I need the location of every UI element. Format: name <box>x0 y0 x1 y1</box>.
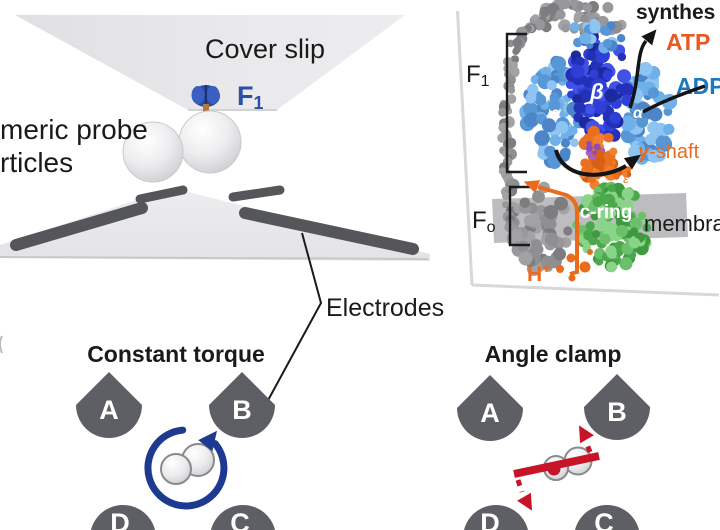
angle-clamp-panel: Angle clamp A B D C <box>457 341 650 530</box>
atp-release-arrow <box>628 39 648 109</box>
electrode-c-label: C <box>594 508 614 530</box>
electrode-c-label: C <box>230 508 250 530</box>
electrode-a-label: A <box>480 398 500 428</box>
plate-electrode-strips <box>10 185 419 255</box>
probe-label-line2: rticles <box>0 147 73 178</box>
f1-bracket <box>505 32 527 174</box>
f1-stalk <box>203 104 209 114</box>
electrode-c <box>211 505 275 530</box>
atp-synthase-panel: α α β ε c-ring γ-shaft synthes ATP ADP F… <box>456 0 720 297</box>
epsilon-label: ε <box>623 171 629 186</box>
h-plus-label: H+ <box>527 260 550 286</box>
electrodes-label: Electrodes <box>326 294 444 322</box>
probe-particle-upper <box>178 110 242 174</box>
electrode-b-label: B <box>232 395 252 425</box>
electrode-b-label: B <box>607 397 627 427</box>
dimer-sphere-lower <box>160 453 192 485</box>
clamp-pivot-dot <box>547 462 561 476</box>
fo-bracket <box>508 185 530 247</box>
electrode-d-label: D <box>110 508 130 530</box>
clamp-dash-bottom <box>515 479 525 493</box>
alpha-left-label: α <box>551 105 562 122</box>
electrode-b <box>584 374 650 440</box>
plate-edge <box>0 256 429 260</box>
left-edge-cut-mark <box>0 335 3 354</box>
atp-label: ATP <box>666 29 710 55</box>
proton-dots <box>556 249 593 282</box>
panel-frame-left <box>456 10 474 286</box>
clamp-arrowhead-bottom <box>517 492 532 511</box>
f1-motor-graphic <box>191 85 220 114</box>
electrode-d <box>464 505 528 530</box>
experiment-scene: Cover slip F1 meric probe rticles Electr… <box>0 15 444 405</box>
synthesis-heading-partial: synthes <box>636 1 715 24</box>
panel-frame-bottom <box>471 283 720 297</box>
membrane-label-partial: membra <box>644 211 720 236</box>
electrode-a <box>76 372 142 438</box>
gamma-rotation-arrow <box>554 149 627 177</box>
electrode-a-label: A <box>99 395 119 425</box>
fo-bracket-label: Fo <box>472 207 496 236</box>
c-ring-label: c-ring <box>580 202 633 223</box>
clamp-dash-top <box>583 441 593 453</box>
proton-arrowhead <box>523 180 541 194</box>
atp-arrowhead <box>641 29 657 46</box>
clamp-arrowhead-top <box>579 425 594 444</box>
angle-clamp-title: Angle clamp <box>485 341 622 367</box>
torque-rotation-arrow <box>144 426 228 510</box>
torque-arrowhead <box>198 430 218 452</box>
adp-entry-curve <box>642 84 706 114</box>
electrode-d-label: D <box>480 508 500 530</box>
gamma-shaft-label: γ-shaft <box>638 141 700 163</box>
alpha-right-label: α <box>633 105 644 122</box>
electrodes-leader-line <box>265 232 323 405</box>
probe-label-line1: meric probe <box>0 114 148 145</box>
electrode-a <box>457 375 523 441</box>
constant-torque-panel: Constant torque A B D C <box>76 341 275 530</box>
cover-slip <box>15 15 405 110</box>
gamma-rotation-arrowhead <box>623 154 642 170</box>
beta-label: β <box>589 79 604 104</box>
electrode-plate <box>0 188 430 261</box>
f1-bracket-label: F1 <box>466 61 490 90</box>
cover-slip-label: Cover slip <box>205 34 325 64</box>
electrode-d <box>91 505 155 530</box>
f1-label: F1 <box>237 81 264 113</box>
constant-torque-title: Constant torque <box>87 341 265 367</box>
probe-particle-lower <box>122 121 184 183</box>
proton-path <box>537 185 579 276</box>
electrode-b <box>209 372 275 438</box>
electrode-c <box>575 505 639 530</box>
